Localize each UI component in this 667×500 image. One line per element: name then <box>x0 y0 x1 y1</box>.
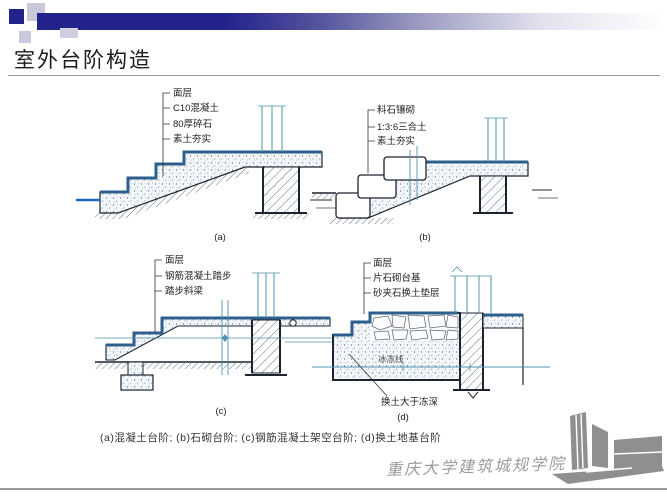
wall-section <box>479 175 507 214</box>
footing <box>120 374 154 391</box>
material-label: 踏步斜梁 <box>165 285 204 297</box>
diagram-caption-a: (a) <box>214 232 226 243</box>
diagram-b: 料石镶砌 1:3:6三合土 素土夯实 (b) <box>312 104 558 243</box>
material-label: 面层 <box>165 255 184 266</box>
callout-bracket <box>154 259 162 332</box>
callout-bracket <box>363 262 371 314</box>
wall-section <box>251 319 281 374</box>
building-logo-icon <box>552 412 664 484</box>
ground-hatch <box>253 213 309 219</box>
material-label: 钢筋混凝土踏步 <box>165 270 232 282</box>
diagram-a: 面层 C10混凝土 80厚碎石 素土夯实 (a) <box>76 88 338 243</box>
material-label: 80厚碎石 <box>173 118 212 130</box>
level-mark <box>467 391 479 399</box>
diagram-caption-d: (d) <box>397 412 409 423</box>
rubble-stones <box>371 314 459 341</box>
diagram-c: 面层 钢筋混凝土踏步 踏步斜梁 (c) <box>95 255 420 417</box>
dimension-marker <box>222 334 228 342</box>
material-label: 料石镶砌 <box>377 104 415 116</box>
surface-layer-band <box>333 311 458 337</box>
surface-layer-band <box>106 316 330 347</box>
railing-arrow <box>451 266 463 273</box>
title-accent-bar <box>37 13 667 30</box>
ground-hatch <box>95 362 252 369</box>
wall-section <box>262 166 300 214</box>
material-label: 片石砌台基 <box>373 272 421 284</box>
stone-block <box>383 156 427 181</box>
footer-divider <box>0 488 667 490</box>
material-label: 素土夯实 <box>377 135 415 147</box>
material-label: 1:3:6三合土 <box>377 121 427 133</box>
callout-bracket <box>367 109 375 173</box>
material-label: 面层 <box>373 258 392 269</box>
surface-layer-band <box>100 150 322 194</box>
ground-hatch <box>118 167 250 219</box>
deco-square-light-2 <box>60 28 78 38</box>
floor-slab <box>482 314 524 329</box>
title-divider <box>8 75 660 76</box>
wall-section <box>459 312 484 391</box>
pier <box>127 361 144 376</box>
rebar-symbol <box>289 319 297 327</box>
deco-square-navy <box>9 9 24 24</box>
material-label: C10混凝土 <box>173 102 219 114</box>
ground-hatch <box>312 194 336 199</box>
diagram-caption-c: (c) <box>215 406 226 417</box>
stone-block <box>335 192 371 219</box>
material-label: 砂夹石换土垫层 <box>373 287 440 299</box>
frost-line-label: 冰冻线 <box>378 354 404 364</box>
ground-hatch <box>95 213 123 219</box>
diagram-d: 面层 片石砌台基 砂夹石换土垫层 冰冻线 换土大于冻深 (d) <box>312 258 550 423</box>
material-label: 素土夯实 <box>173 133 211 145</box>
diagram-caption-b: (b) <box>419 232 431 243</box>
figure-caption: (a)混凝土台阶; (b)石砌台阶; (c)钢筋混凝土架空台阶; (d)换土地基… <box>100 432 442 444</box>
deco-square-light-3 <box>19 31 31 43</box>
callout-bracket <box>162 92 170 176</box>
page-title: 室外台阶构造 <box>14 49 152 72</box>
note-leader <box>348 353 388 397</box>
note-label: 换土大于冻深 <box>381 396 439 408</box>
stone-block <box>357 174 397 199</box>
material-label: 面层 <box>173 88 192 99</box>
ground-hatch <box>330 218 394 224</box>
